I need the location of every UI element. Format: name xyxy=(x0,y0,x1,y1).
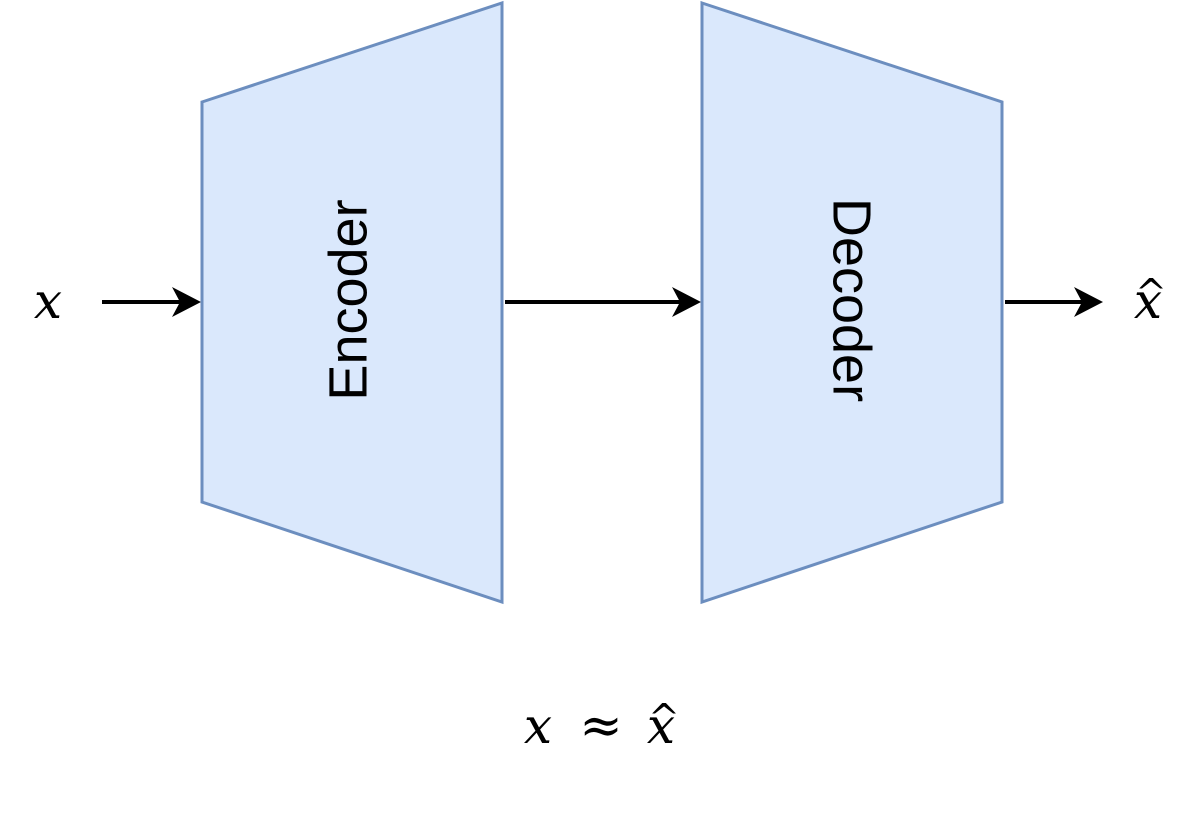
latent-arrow xyxy=(505,287,701,317)
output-symbol-base: x xyxy=(1134,272,1162,330)
output-arrow xyxy=(1005,287,1103,317)
encoder-shape xyxy=(200,0,504,605)
decoder-shape xyxy=(700,0,1004,605)
decoder-block: Decoder xyxy=(700,0,1004,605)
output-symbol-accent: ^ xyxy=(1135,271,1167,315)
relation-right: x xyxy=(647,697,675,755)
input-arrow xyxy=(102,287,201,317)
encoder-block: Encoder xyxy=(200,0,504,605)
decoder-label: Decoder xyxy=(822,198,882,402)
encoder-label: Encoder xyxy=(318,199,378,400)
relation-left: x xyxy=(524,697,552,755)
input-symbol: x xyxy=(34,272,62,330)
relation-right-accent: ^ xyxy=(648,696,680,740)
relation-equation: x ≈ x ^ xyxy=(524,696,680,756)
output-symbol: x ^ xyxy=(1134,271,1167,330)
relation-operator: ≈ xyxy=(579,696,623,756)
